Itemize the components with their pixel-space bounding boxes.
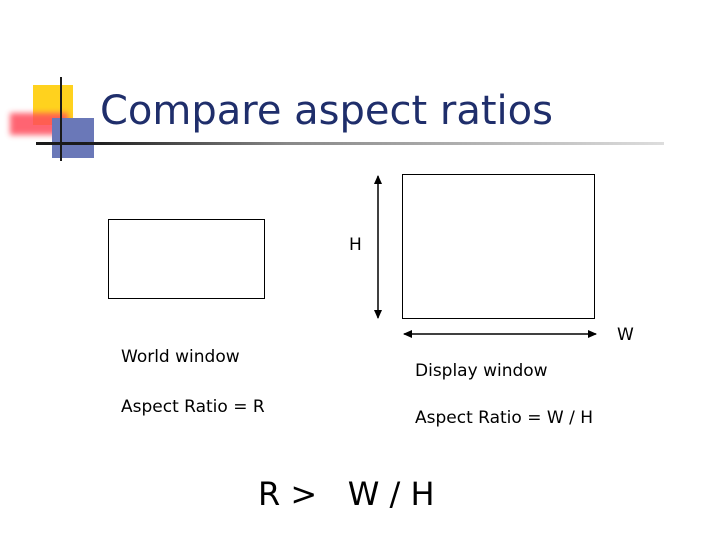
slide-title: Compare aspect ratios <box>100 88 553 134</box>
title-decoration-blue-square <box>52 118 94 158</box>
title-underline <box>36 142 664 145</box>
world-window-label: World window <box>121 347 240 367</box>
display-aspect-ratio-text: Aspect Ratio = W / H <box>415 408 593 428</box>
world-window-rectangle <box>108 219 265 299</box>
world-aspect-ratio-text: Aspect Ratio = R <box>121 397 265 417</box>
comparison-equation: R > W / H <box>258 475 435 513</box>
width-label: W <box>617 325 634 345</box>
title-decoration-vertical-line <box>60 77 62 161</box>
height-label: H <box>349 235 362 255</box>
display-window-rectangle <box>402 174 595 319</box>
display-window-label: Display window <box>415 361 548 381</box>
